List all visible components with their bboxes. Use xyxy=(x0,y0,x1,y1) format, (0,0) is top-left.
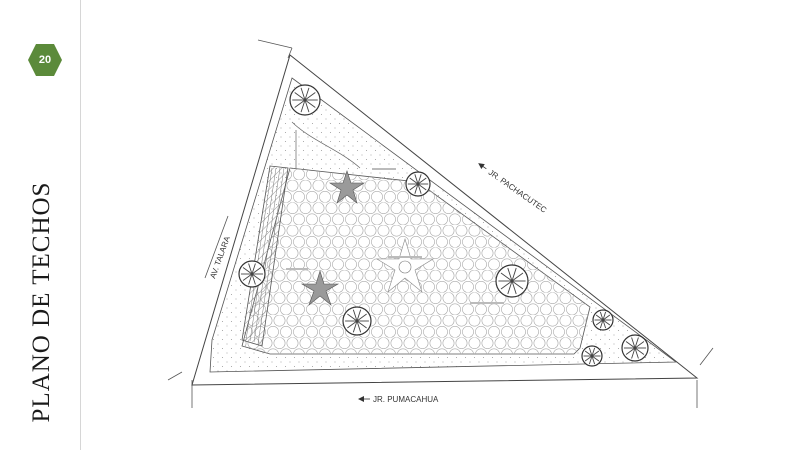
tree-icon xyxy=(495,264,529,298)
star-canopy-icon xyxy=(375,237,435,293)
hexagon-icon xyxy=(28,44,62,76)
tree-icon xyxy=(289,84,321,116)
tree-icon xyxy=(238,260,266,288)
svg-text:JR. PACHACUTEC: JR. PACHACUTEC xyxy=(487,168,549,215)
walkway-path xyxy=(291,121,361,169)
star-canopy-icon xyxy=(328,170,366,204)
block-outline xyxy=(191,54,699,386)
page-number: 20 xyxy=(38,54,52,66)
page-number-badge: 20 xyxy=(27,43,63,77)
star-canopy-icon xyxy=(300,269,340,306)
tree-icon xyxy=(592,309,614,331)
tree-icon xyxy=(405,171,431,197)
street-label-pachacutec: JR. PACHACUTEC xyxy=(478,163,549,215)
tree-icon xyxy=(342,306,372,336)
plan-annotations xyxy=(286,168,504,304)
stair-lines xyxy=(245,167,285,345)
svg-text:AV. TALARA: AV. TALARA xyxy=(208,234,232,279)
trees xyxy=(238,84,649,367)
svg-text:JR. PUMACAHUA: JR. PUMACAHUA xyxy=(373,395,439,404)
tree-icon xyxy=(621,334,649,362)
street-label-talara: AV. TALARA xyxy=(208,234,232,279)
tree-icon xyxy=(581,345,603,367)
street-label-pumacahua: JR. PUMACAHUA xyxy=(358,395,439,404)
street-edges xyxy=(167,39,714,408)
sidebar: 20 PLANO DE TECHOS xyxy=(0,0,81,450)
